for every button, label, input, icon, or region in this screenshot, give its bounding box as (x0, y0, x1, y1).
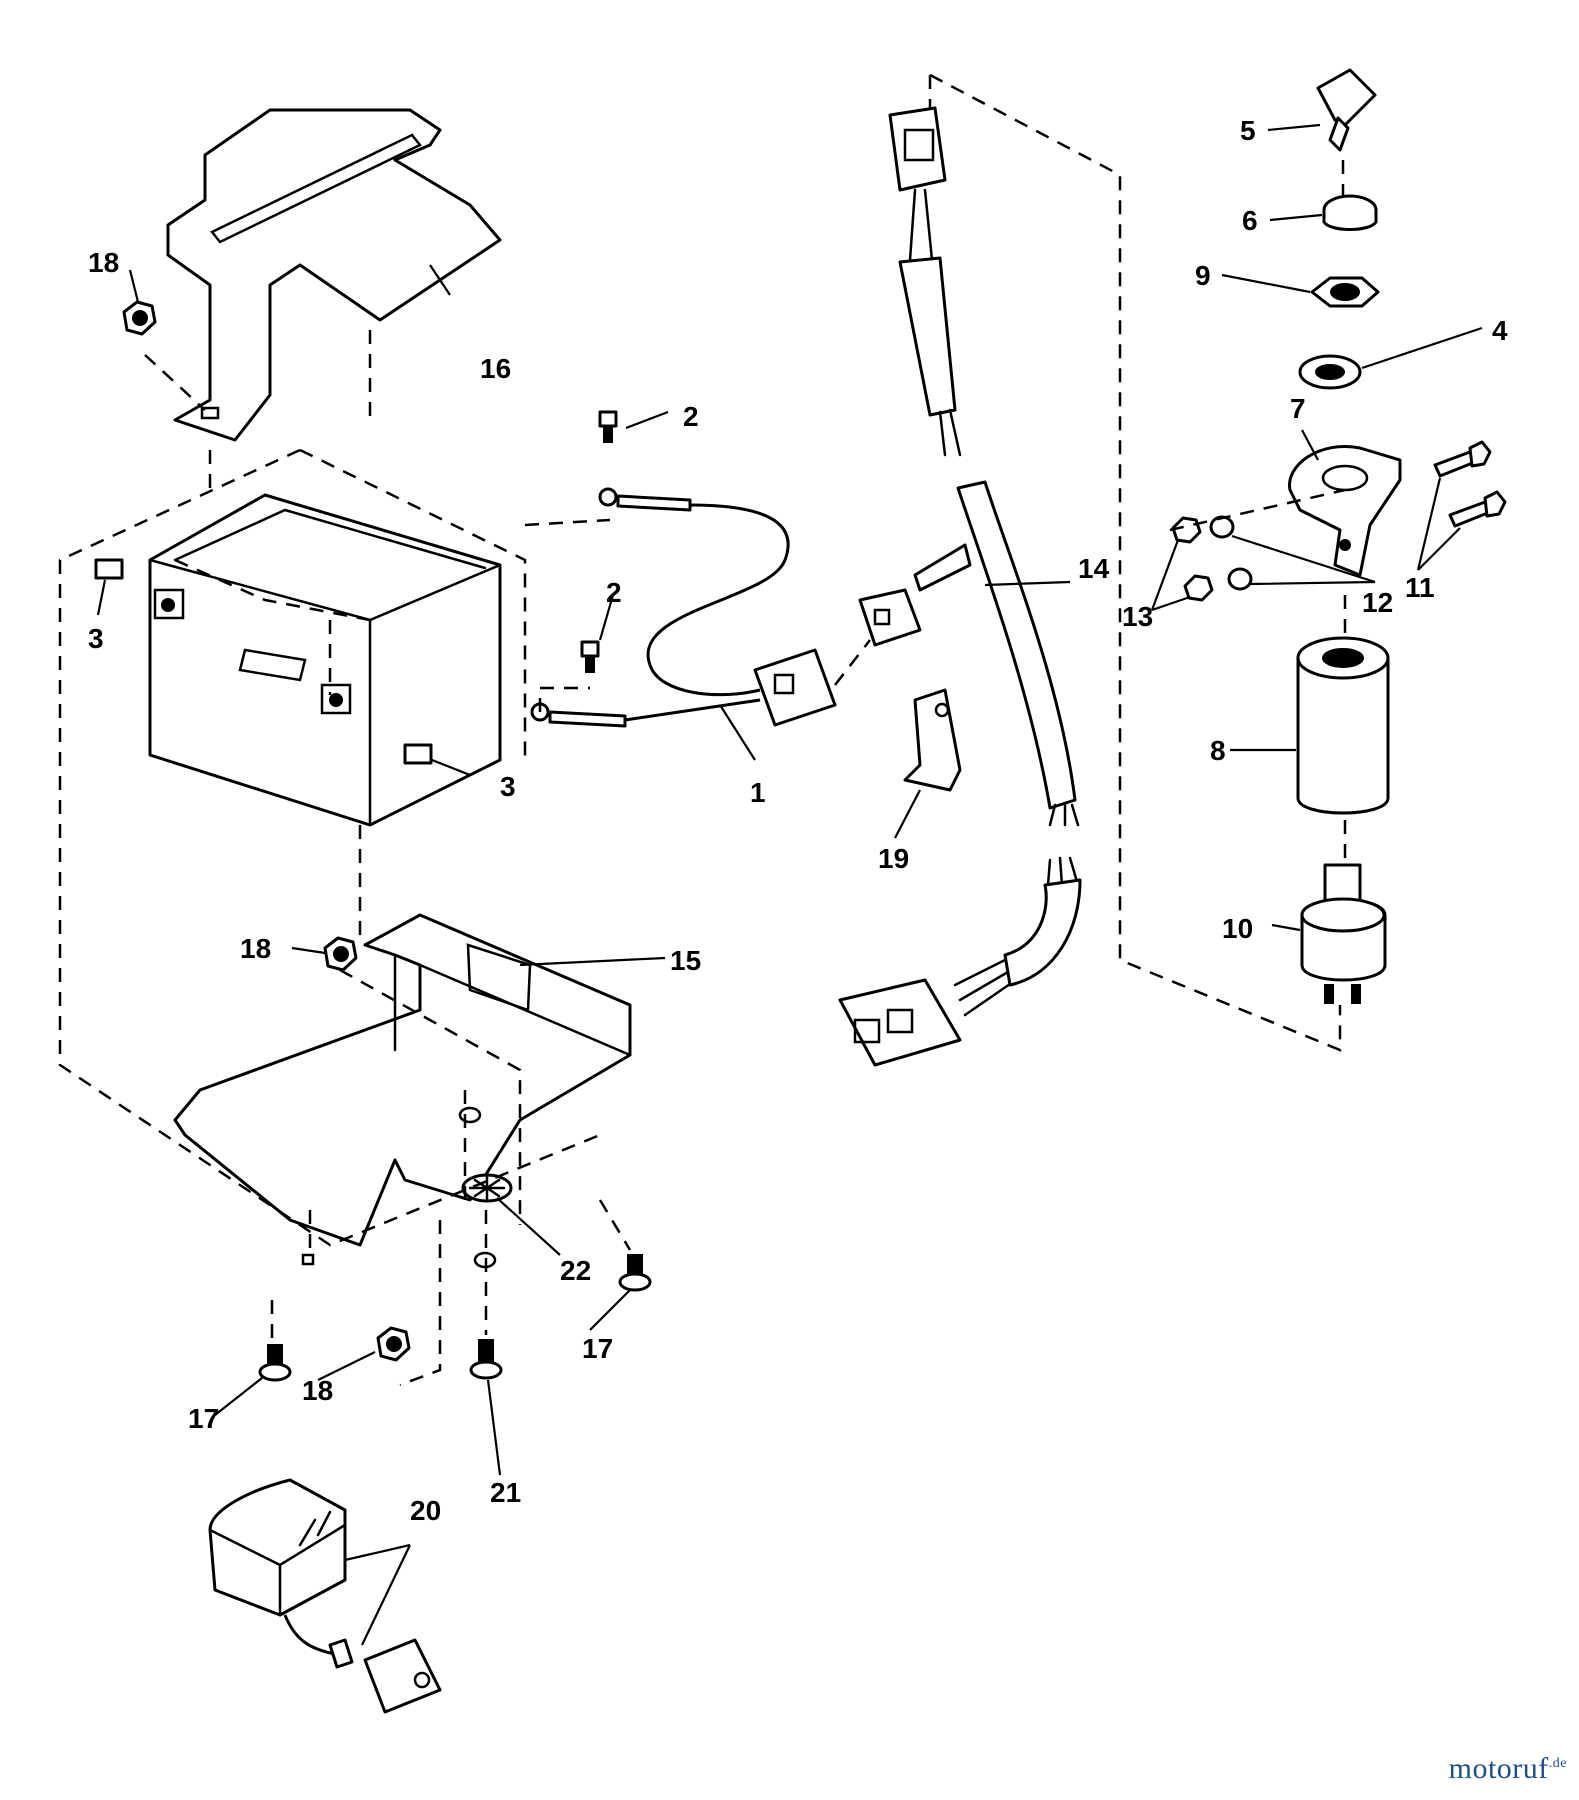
battery-charger (208, 1478, 442, 1714)
callout-22: 22 (560, 1255, 591, 1286)
switch-mounting-bracket (1288, 445, 1402, 577)
callout-8: 8 (1210, 735, 1226, 766)
watermark: motoruf.de (1449, 1752, 1567, 1786)
terminal-bolt-bottom (580, 640, 600, 673)
callout-labels: 1 2 2 3 3 4 5 6 7 8 9 10 11 12 13 14 15 … (88, 115, 1508, 1526)
bracket-screw-top (1433, 440, 1492, 478)
callout-18-top: 18 (88, 247, 119, 278)
ignition-switch (1300, 863, 1387, 1004)
callout-12: 12 (1362, 587, 1393, 618)
callout-9: 9 (1195, 260, 1211, 291)
battery (148, 493, 502, 827)
assembly-lines (58, 73, 1347, 1387)
callout-13: 13 (1122, 601, 1153, 632)
switch-cap (1322, 194, 1378, 231)
leader-lines (96, 123, 1483, 1646)
bracket-screw-bottom (1448, 490, 1507, 528)
switch-sleeve (1296, 636, 1390, 815)
switch-washer (1298, 354, 1362, 390)
hex-nut-bottom (376, 1326, 411, 1362)
callout-18-bottom: 18 (302, 1375, 333, 1406)
callout-17-left: 17 (188, 1403, 219, 1434)
callout-4: 4 (1492, 315, 1508, 346)
callout-5: 5 (1240, 115, 1256, 146)
callout-17-right: 17 (582, 1333, 613, 1364)
callout-16: 16 (480, 353, 511, 384)
callout-3-right: 3 (500, 771, 516, 802)
tray-screw-center (469, 1339, 503, 1380)
callout-18-middle: 18 (240, 933, 271, 964)
callout-7: 7 (1290, 393, 1306, 424)
hex-nut-middle (323, 936, 358, 972)
watermark-text: motoruf (1448, 1752, 1549, 1785)
star-washer (461, 1173, 513, 1203)
battery-hold-down-bracket (166, 108, 502, 442)
terminal-nut-left (94, 558, 124, 580)
callout-14: 14 (1078, 553, 1110, 584)
callout-15: 15 (670, 945, 701, 976)
terminal-nut-right (403, 743, 433, 765)
lock-washers (1209, 515, 1253, 591)
callout-3-left: 3 (88, 623, 104, 654)
bracket-nuts (1171, 516, 1214, 602)
hex-nut-top (122, 300, 157, 336)
callout-19: 19 (878, 843, 909, 874)
wiring-harness (838, 106, 1082, 1067)
callout-2-top: 2 (683, 401, 699, 432)
terminal-bolt-top (598, 410, 618, 443)
tray-screw-right (618, 1254, 652, 1292)
harness-clip (903, 688, 962, 792)
callout-11: 11 (1405, 572, 1435, 603)
ignition-key (1316, 68, 1377, 152)
tray-screw-left (258, 1344, 292, 1382)
callout-21: 21 (490, 1477, 521, 1508)
battery-cable (530, 487, 837, 728)
callout-20: 20 (410, 1495, 441, 1526)
switch-hex-nut (1310, 276, 1380, 308)
callout-10: 10 (1222, 913, 1253, 944)
battery-tray (173, 913, 632, 1269)
watermark-suffix: .de (1548, 1756, 1567, 1771)
callout-1: 1 (750, 777, 766, 808)
callout-6: 6 (1242, 205, 1258, 236)
callout-2-bottom: 2 (606, 577, 622, 608)
